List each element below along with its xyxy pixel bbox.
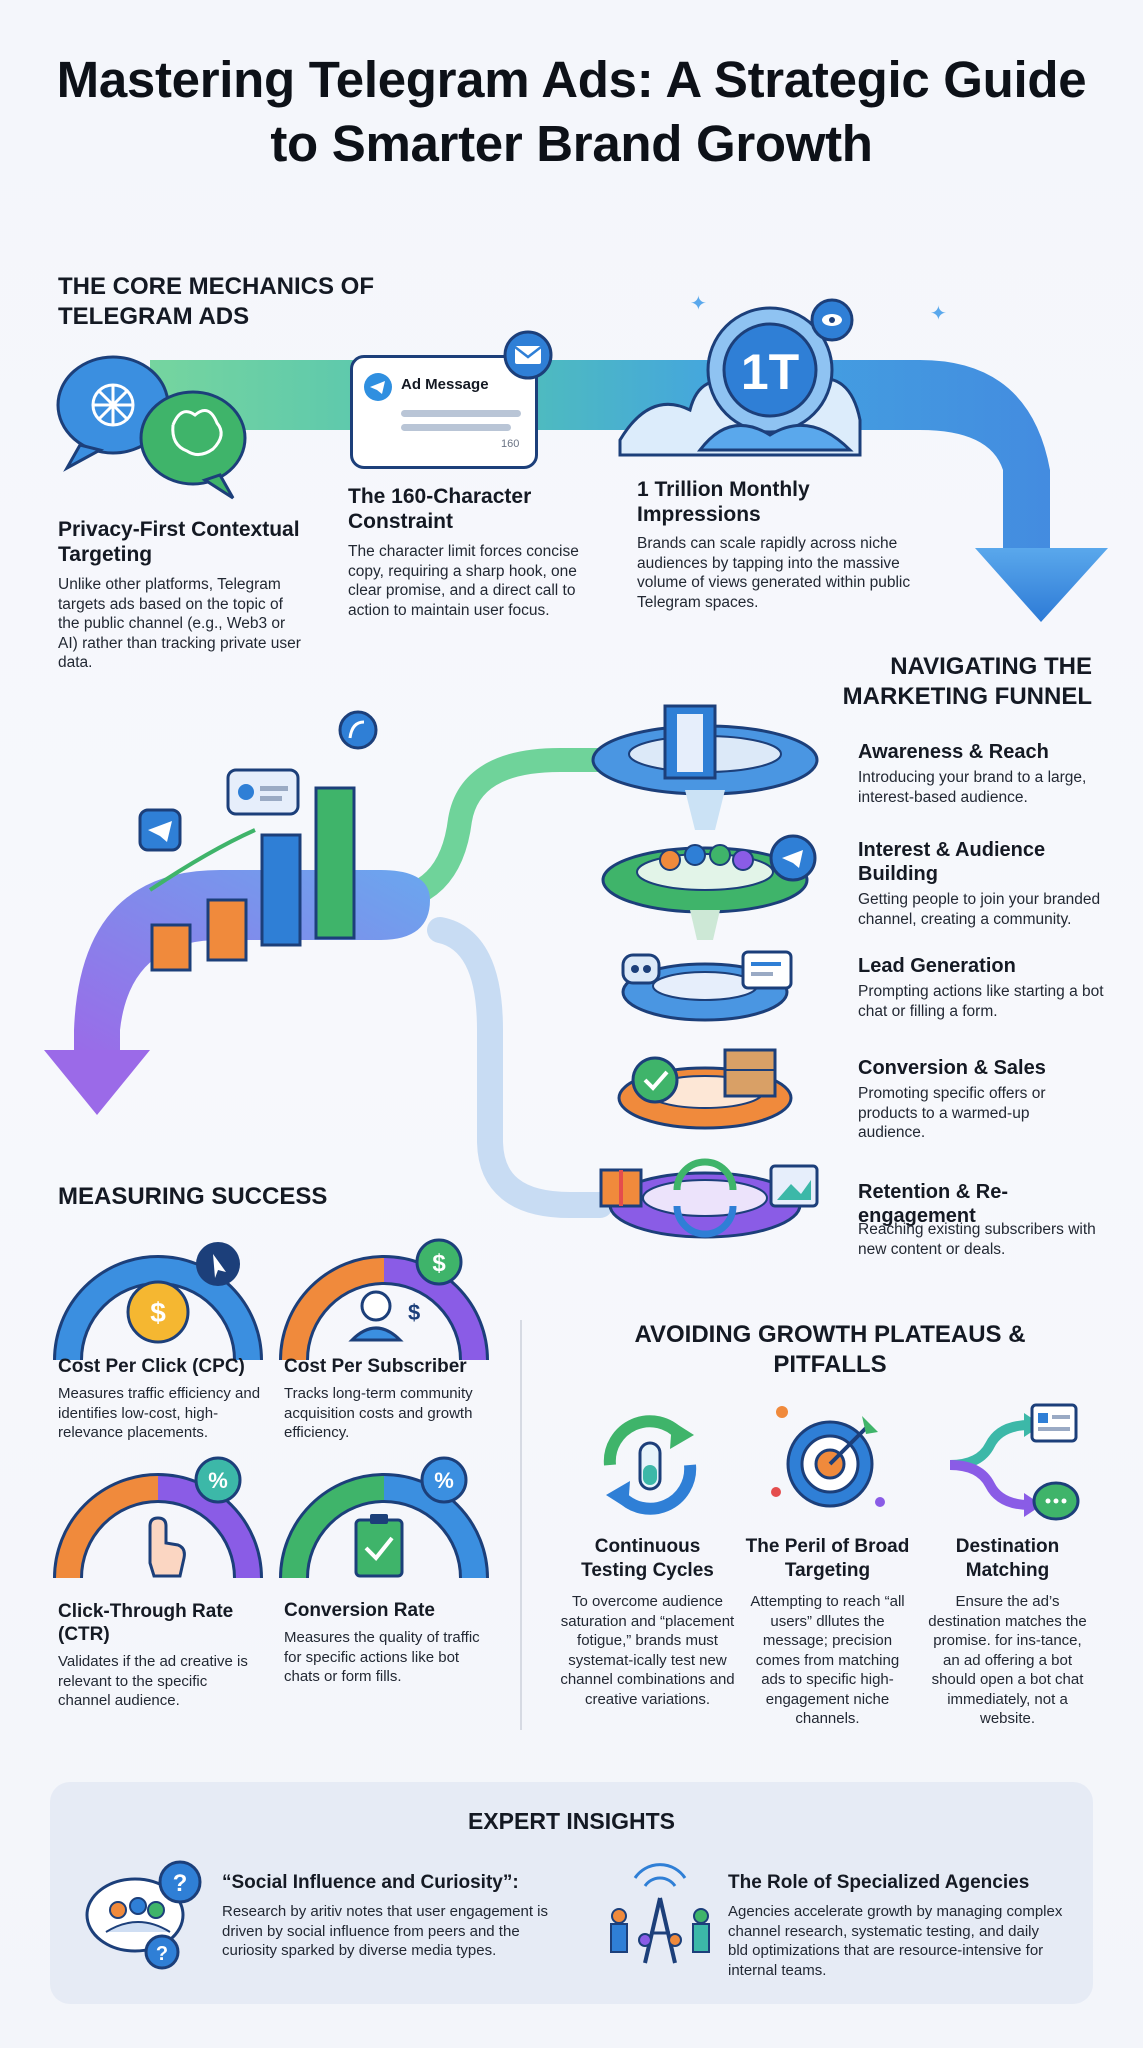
svg-text:$: $	[408, 1300, 420, 1325]
page-title: Mastering Telegram Ads: A Strategic Guid…	[56, 51, 1087, 172]
funnel-stage-1-title: Awareness & Reach	[858, 741, 1049, 763]
section-divider	[520, 1320, 522, 1730]
funnel-heading: NAVIGATING THE MARKETING FUNNEL	[842, 653, 1092, 710]
destination-arrows-icon	[949, 1403, 1080, 1521]
funnel-stage-4-text: Promoting specific offers or products to…	[858, 1085, 1046, 1141]
funnel-stage-1-text: Introducing your brand to a large, inter…	[858, 769, 1087, 806]
agency-team-icon	[610, 1863, 710, 1964]
pitfall-1-title: Continuous Testing Cycles	[581, 1536, 714, 1581]
ctr-gauge-icon: %	[53, 1456, 263, 1579]
expert-insights-panel	[50, 1782, 1093, 2004]
growth-chart-ribbon	[44, 710, 430, 1115]
funnel-stage-5-title: Retention & Re-engagement	[858, 1181, 1008, 1227]
funnel-stage-3-title: Lead Generation	[858, 955, 1016, 977]
ad-message-card: Ad Message 160	[350, 355, 538, 469]
envelope-icon	[503, 330, 553, 380]
metric-ctr-title: Click-Through Rate (CTR)	[58, 1601, 234, 1645]
svg-text:?: ?	[173, 1870, 188, 1897]
pitfall-3-text: Ensure the ad’s destination matches the …	[928, 1593, 1087, 1727]
pitfall-2-text: Attempting to reach “all users” dllutes …	[750, 1593, 905, 1727]
svg-text:%: %	[208, 1468, 228, 1493]
cpc-gauge-icon: $	[53, 1242, 263, 1361]
metric-ctr-text: Validates if the ad creative is relevant…	[58, 1653, 248, 1709]
insight-2-title: The Role of Specialized Agencies	[728, 1872, 1030, 1893]
core-item-3-text: Brands can scale rapidly across niche au…	[637, 535, 911, 611]
funnel-stage-3-text: Prompting actions like starting a bot ch…	[858, 983, 1104, 1020]
funnel-stage-5-text: Reaching existing subscribers with new c…	[858, 1221, 1096, 1258]
funnel-stage-4-title: Conversion & Sales	[858, 1057, 1046, 1079]
conversion-rate-gauge-icon: %	[279, 1456, 489, 1579]
telegram-icon	[364, 373, 392, 401]
svg-text:✦: ✦	[930, 301, 947, 325]
measuring-heading: MEASURING SUCCESS	[58, 1183, 328, 1210]
social-influence-icon: ? ?	[85, 1860, 202, 1970]
pitfall-2-title: The Peril of Broad Targeting	[745, 1536, 910, 1581]
svg-text:✦: ✦	[690, 291, 707, 315]
funnel-stack	[591, 704, 819, 1239]
impressions-wave-icon: ✦ ✦	[618, 291, 947, 457]
target-icon	[771, 1406, 885, 1508]
core-item-2-title: The 160-Character Constraint	[348, 485, 532, 533]
insight-2-text: Agencies accelerate growth by managing c…	[728, 1903, 1063, 1979]
testing-cycle-icon	[603, 1415, 697, 1515]
metric-cps-text: Tracks long-term community acquisition c…	[284, 1385, 473, 1441]
ad-message-label: Ad Message	[401, 376, 489, 393]
one-trillion-badge: 1T	[740, 344, 800, 400]
metric-conversion-title: Conversion Rate	[284, 1600, 435, 1621]
core-item-1-text: Unlike other platforms, Telegram targets…	[58, 576, 301, 671]
core-item-1-title: Privacy-First Contextual Targeting	[58, 518, 300, 566]
insight-1-text: Research by aritiv notes that user engag…	[222, 1903, 549, 1959]
metric-cpc-title: Cost Per Click (CPC)	[58, 1356, 245, 1377]
pitfalls-heading: AVOIDING GROWTH PLATEAUS & PITFALLS	[634, 1321, 1026, 1378]
core-item-2-text: The character limit forces concise copy,…	[348, 543, 579, 619]
funnel-stage-2-text: Getting people to join your branded chan…	[858, 891, 1101, 928]
pitfall-3-title: Destination Matching	[955, 1536, 1060, 1581]
svg-text:?: ?	[156, 1943, 168, 1965]
metric-conversion-text: Measures the quality of traffic for spec…	[284, 1629, 480, 1685]
svg-text:%: %	[434, 1468, 454, 1493]
insight-1-title: “Social Influence and Curiosity”:	[222, 1872, 519, 1893]
svg-text:$: $	[432, 1250, 446, 1277]
svg-text:$: $	[150, 1297, 166, 1328]
insights-heading: EXPERT INSIGHTS	[467, 1808, 676, 1834]
network-brain-icon	[56, 355, 247, 500]
pitfall-1-text: To overcome audience saturation and “pla…	[560, 1593, 735, 1708]
core-mechanics-heading: THE CORE MECHANICS OF TELEGRAM ADS	[58, 273, 375, 330]
funnel-stage-2-title: Interest & Audience Building	[858, 839, 1046, 885]
cost-per-subscriber-gauge-icon: $ $	[279, 1238, 489, 1361]
metric-cpc-text: Measures traffic efficiency and identifi…	[58, 1385, 261, 1441]
metric-cps-title: Cost Per Subscriber	[284, 1356, 467, 1377]
character-counter: 160	[501, 438, 520, 450]
core-item-3-title: 1 Trillion Monthly Impressions	[637, 478, 810, 526]
